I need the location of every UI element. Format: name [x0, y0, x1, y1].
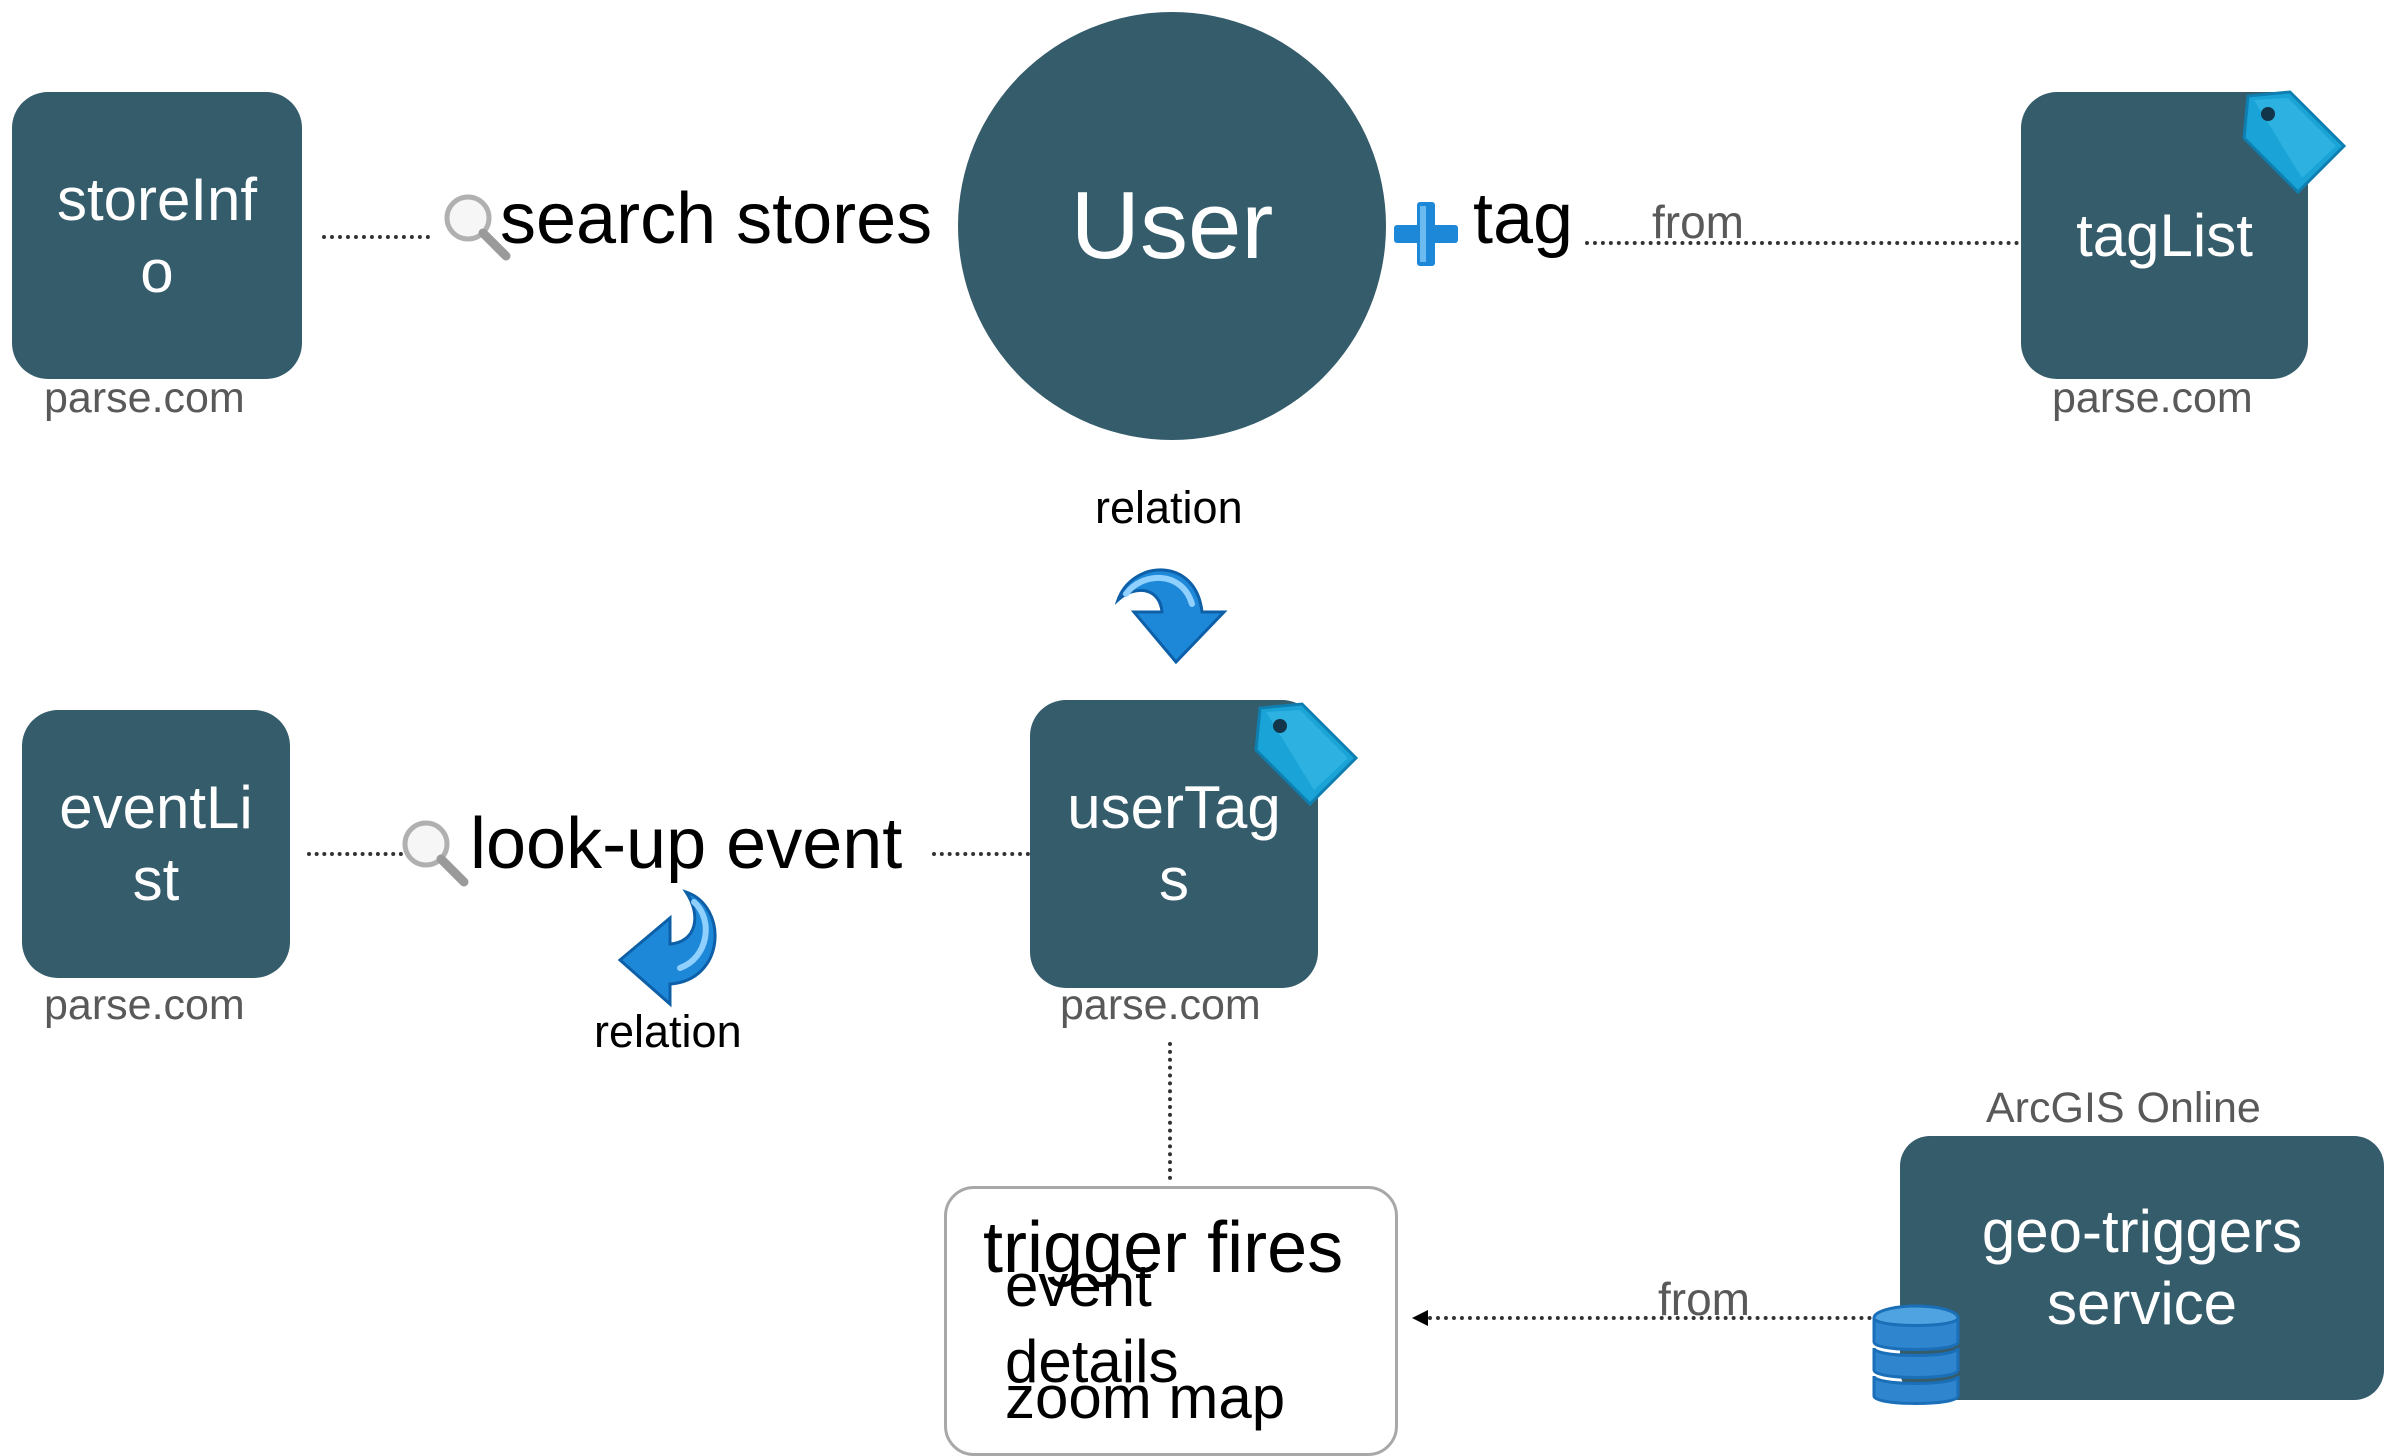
- user-node[interactable]: User: [958, 12, 1386, 440]
- arrowhead-left-icon: [1412, 1310, 1428, 1326]
- search-stores-label: search stores: [500, 179, 933, 259]
- event-lookup-connector-left: [307, 852, 403, 856]
- tag-label: tag: [1473, 179, 1574, 259]
- trigger-fires-box[interactable]: trigger fires event details zoom map: [944, 1186, 1398, 1456]
- user-tags-label-line2: s: [1159, 846, 1189, 913]
- trigger-zoom-map-line: zoom map: [1005, 1364, 1286, 1431]
- database-icon: [1872, 1304, 1960, 1405]
- plus-icon: [1394, 202, 1458, 266]
- relation-user-tags-label: relation: [1095, 482, 1243, 533]
- trigger-fires-title: trigger fires: [983, 1208, 1344, 1288]
- tag-list-caption: parse.com: [2052, 374, 2253, 422]
- event-list-label-line2: st: [132, 846, 180, 913]
- trigger-details-line: details: [1005, 1328, 1179, 1395]
- geo-triggers-node[interactable]: geo-triggers service: [1900, 1136, 2384, 1400]
- magnifier-icon: [444, 194, 511, 261]
- geo-from-label: from: [1658, 1273, 1750, 1325]
- event-lookup-connector-right: [932, 852, 1030, 856]
- store-info-node[interactable]: storeInf o: [12, 92, 302, 379]
- look-up-event-label: look-up event: [470, 804, 903, 884]
- relation-event-label: relation: [594, 1006, 742, 1057]
- event-list-node[interactable]: eventLi st: [22, 710, 290, 978]
- curved-arrow-left-icon: [617, 889, 717, 1008]
- tag-list-label: tagList: [2076, 201, 2253, 269]
- tag-icon: [1254, 702, 1359, 807]
- geo-triggers-label-line2: service: [2046, 1270, 2238, 1337]
- user-tags-caption: parse.com: [1060, 981, 1261, 1029]
- store-info-label-line1: storeInf: [56, 165, 258, 233]
- geo-trigger-connector: [1428, 1316, 1896, 1320]
- store-info-caption: parse.com: [44, 374, 245, 422]
- geo-triggers-label-line1: geo-triggers: [1981, 1198, 2303, 1265]
- store-search-connector: [322, 235, 430, 239]
- user-label: User: [1070, 172, 1274, 280]
- tag-connector: [1585, 241, 2035, 245]
- geo-triggers-caption: ArcGIS Online: [1986, 1084, 2261, 1132]
- tag-from-label: from: [1652, 196, 1744, 248]
- trigger-event-line: event: [1005, 1252, 1152, 1319]
- tag-icon: [2242, 90, 2347, 195]
- magnifier-icon: [402, 820, 469, 887]
- event-list-label-line1: eventLi: [59, 774, 253, 841]
- user-tags-trigger-connector: [1168, 1042, 1172, 1180]
- user-tags-label-line1: userTag: [1067, 774, 1281, 841]
- curved-arrow-down-icon: [1114, 568, 1228, 665]
- store-info-label-line2: o: [140, 237, 174, 305]
- event-list-caption: parse.com: [44, 981, 245, 1029]
